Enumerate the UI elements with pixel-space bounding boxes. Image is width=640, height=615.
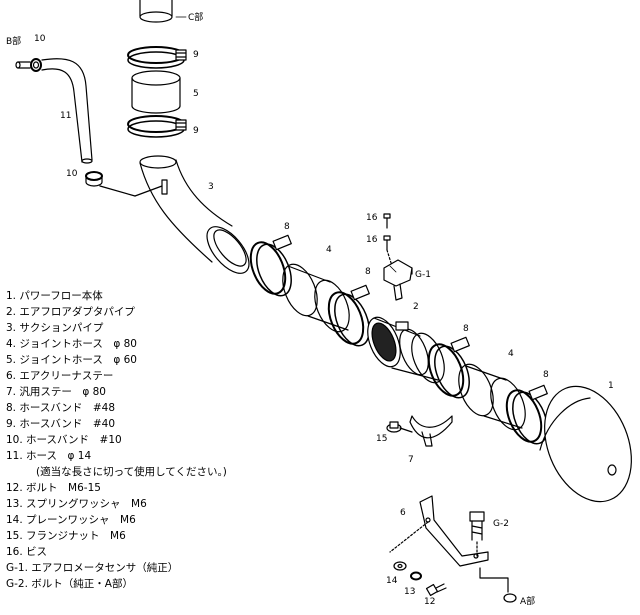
label-15: 15 [376, 434, 387, 444]
hose-band-9-mid [127, 115, 187, 138]
parts-list-item: 14. プレーンワッシャ M6 [6, 514, 136, 526]
callout-labels: C部 B部 10 9 5 9 11 10 3 8 4 16 16 8 G-1 2… [6, 11, 614, 607]
bolt-g2 [469, 511, 517, 603]
label-8-mid: 8 [365, 267, 371, 277]
label-2: 2 [413, 302, 419, 312]
parts-list-item: G-2. ボルト（純正・A部） [6, 578, 133, 590]
label-8-right2: 8 [543, 370, 549, 380]
label-13: 13 [404, 587, 415, 597]
plain-washer-14 [393, 561, 407, 571]
parts-list-item: 2. エアフロアダプタパイプ [6, 306, 135, 318]
hose-band-8-right1 [427, 336, 470, 399]
flange-nut-15 [386, 421, 413, 433]
parts-list-item: 9. ホースバンド #40 [6, 418, 116, 430]
parts-list-item: 5. ジョイントホース φ 60 [6, 354, 137, 366]
label-6: 6 [400, 508, 406, 518]
spring-washer-13 [410, 571, 422, 581]
label-4-right: 4 [508, 349, 514, 359]
label-c-bu: C部 [188, 11, 203, 23]
label-9-top: 9 [193, 50, 199, 60]
label-1: 1 [608, 381, 614, 391]
parts-list-item: 8. ホースバンド #48 [6, 402, 116, 414]
label-4-left: 4 [326, 245, 332, 255]
stay-7 [409, 415, 453, 447]
parts-list-item: 10. ホースバンド #10 [6, 434, 122, 446]
parts-list-item: 3. サクションパイプ [6, 322, 104, 334]
hose-band-10 [85, 171, 163, 197]
parts-list-item: 11. ホース φ 14 [6, 450, 92, 462]
parts-list-item: 15. フランジナット M6 [6, 530, 126, 542]
pipe-stub-c [139, 0, 173, 23]
hose-band-8-right2 [505, 384, 548, 445]
power-flow-body-1 [539, 385, 632, 503]
hose-band-9-top [127, 46, 187, 69]
airflow-sensor-g1 [383, 259, 413, 301]
joint-hose-5 [131, 70, 181, 114]
label-3: 3 [208, 182, 214, 192]
label-b-bu: B部 [6, 35, 21, 47]
parts-list-item: 6. エアクリーナステー [6, 370, 114, 382]
leader-lines [175, 16, 397, 273]
label-8-left: 8 [284, 222, 290, 232]
label-10-top: 10 [34, 34, 46, 44]
parts-list: 1. パワーフロー本体 2. エアフロアダプタパイプ 3. サクションパイプ 4… [6, 288, 227, 592]
label-g2: G-2 [493, 519, 509, 529]
label-g1: G-1 [415, 270, 431, 280]
bolt-12 [425, 583, 447, 597]
parts-list-item: 4. ジョイントホース φ 80 [6, 338, 137, 350]
suction-pipe-3 [139, 155, 250, 274]
label-7: 7 [408, 455, 414, 465]
label-11: 11 [60, 111, 71, 121]
adapter-pipe-2 [367, 316, 445, 384]
b-nipple [15, 58, 42, 72]
hose-band-8-mid [327, 284, 370, 347]
parts-list-note: (適当な長さに切って使用してください。) [36, 466, 227, 478]
parts-list-item: 16. ビス [6, 546, 48, 558]
label-14: 14 [386, 576, 398, 586]
screws-16 [383, 213, 393, 267]
label-12: 12 [424, 597, 435, 607]
parts-list-item: 13. スプリングワッシャ M6 [6, 498, 147, 510]
parts-list-item: 7. 汎用ステー φ 80 [6, 386, 106, 398]
label-8-right1: 8 [463, 324, 469, 334]
label-16-mid: 16 [366, 235, 378, 245]
parts-list-item: G-1. エアフロメータセンサ（純正） [6, 562, 179, 574]
hose-11 [41, 58, 93, 164]
air-cleaner-stay-6 [389, 495, 489, 567]
label-16-top: 16 [366, 213, 378, 223]
joint-hose-4-left [282, 263, 350, 333]
label-a-bu: A部 [520, 595, 535, 607]
label-5: 5 [193, 89, 199, 99]
joint-hose-4-right [458, 363, 526, 431]
parts-list-item: 12. ボルト M6-15 [6, 482, 101, 494]
parts-list-item: 1. パワーフロー本体 [6, 290, 103, 302]
hose-band-8-left [249, 234, 292, 297]
label-9-mid: 9 [193, 126, 199, 136]
label-10-mid: 10 [66, 169, 78, 179]
